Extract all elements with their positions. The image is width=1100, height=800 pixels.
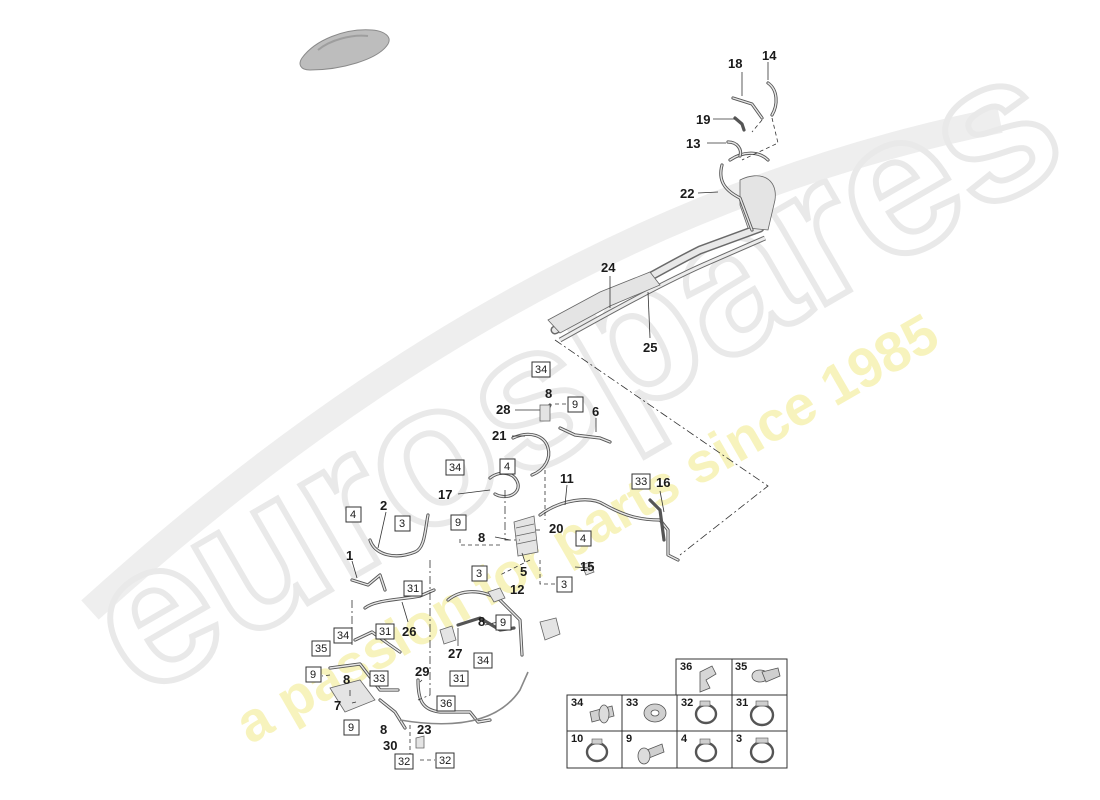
- table-cell-label: 4: [681, 733, 688, 745]
- callout: 14: [762, 48, 777, 63]
- callout-box: 32: [398, 756, 410, 768]
- callout: 28: [496, 402, 510, 417]
- callout: 18: [728, 56, 742, 71]
- callout: 1: [346, 548, 353, 563]
- callout: 16: [656, 475, 670, 490]
- callout-box: 33: [635, 476, 647, 488]
- callout-box: 32: [439, 755, 451, 767]
- clip-icon: [749, 700, 775, 727]
- callout: 12: [510, 582, 524, 597]
- callout-box: 9: [348, 722, 354, 734]
- callout: 5: [520, 564, 527, 579]
- nut-icon: [643, 703, 667, 723]
- callout-box: 34: [477, 655, 489, 667]
- callout: 8: [478, 614, 485, 629]
- callout: 8: [545, 386, 552, 401]
- callout: 23: [417, 722, 431, 737]
- callout-leaders: [349, 62, 769, 704]
- callout: 20: [549, 521, 563, 536]
- callout: 19: [696, 112, 710, 127]
- callout: 27: [448, 646, 462, 661]
- bolt-icon: [589, 704, 615, 724]
- upper-pipes: [726, 81, 779, 161]
- callout-box: 3: [399, 518, 405, 530]
- callout: 26: [402, 624, 416, 639]
- callout-box: 9: [310, 669, 316, 681]
- callout-box: 31: [379, 626, 391, 638]
- callout-box: 31: [407, 583, 419, 595]
- table-cell-label: 10: [571, 733, 583, 745]
- callout: 25: [643, 340, 657, 355]
- callout: 30: [383, 738, 397, 753]
- callout-box: 9: [455, 517, 461, 529]
- callout-box: 4: [504, 461, 510, 473]
- clip-icon: [699, 665, 717, 693]
- callouts: 18 14 19 13 22 24 25 8 28 21 6 17 11 16 …: [334, 48, 777, 753]
- clip-icon: [694, 700, 718, 725]
- callout: 29: [415, 664, 429, 679]
- callout: 2: [380, 498, 387, 513]
- callout-box: 31: [453, 673, 465, 685]
- callout-box: 4: [350, 509, 356, 521]
- callout: 22: [680, 186, 694, 201]
- watermark-brand: eurospares: [50, 5, 1095, 737]
- callout: 8: [380, 722, 387, 737]
- callout-box: 9: [500, 617, 506, 629]
- table-cell-label: 9: [626, 733, 632, 745]
- callout: 8: [478, 530, 485, 545]
- car-thumbnail-icon: [299, 29, 390, 71]
- clip-icon: [751, 667, 781, 683]
- callout: 15: [580, 559, 594, 574]
- bolt-icon: [637, 743, 665, 765]
- callout: 21: [492, 428, 506, 443]
- callout-box: 36: [440, 698, 452, 710]
- callout-box: 34: [449, 462, 461, 474]
- table-cell-label: 33: [626, 697, 638, 709]
- callout: 11: [560, 471, 574, 486]
- leader-lines: [321, 339, 769, 761]
- callout-box: 3: [476, 568, 482, 580]
- callout: 6: [592, 404, 599, 419]
- boxed-callouts: 34 9 4 34 33 4 3 9 4 3 3 31 34 31 9 34 3…: [305, 361, 651, 770]
- callout-box: 33: [373, 673, 385, 685]
- callout-box: 35: [315, 643, 327, 655]
- callout-box: 34: [535, 364, 547, 376]
- table-cell-label: 36: [680, 661, 692, 673]
- callout: 17: [438, 487, 452, 502]
- clip-icon: [694, 738, 718, 763]
- callout: 7: [334, 698, 341, 713]
- callout-box: 34: [337, 630, 349, 642]
- watermark: eurospares a passion for parts since 198…: [47, 2, 1098, 755]
- table-cell-label: 31: [736, 697, 748, 709]
- callout-box: 9: [572, 399, 578, 411]
- callout: 8: [343, 672, 350, 687]
- table-cell-label: 34: [571, 697, 584, 709]
- middle-components: [328, 403, 680, 749]
- table-cell-label: 35: [735, 661, 747, 673]
- callout-box: 4: [580, 533, 586, 545]
- clip-icon: [585, 738, 609, 763]
- table-cell-label: 32: [681, 697, 693, 709]
- parts-table: 36 35 34 33 32 31 10 9 4 3: [566, 658, 788, 769]
- callout-box: 3: [561, 579, 567, 591]
- main-hose-assembly: [547, 151, 776, 343]
- clip-icon: [749, 737, 775, 764]
- callout: 13: [686, 136, 700, 151]
- callout: 24: [601, 260, 616, 275]
- table-cell-label: 3: [736, 733, 742, 745]
